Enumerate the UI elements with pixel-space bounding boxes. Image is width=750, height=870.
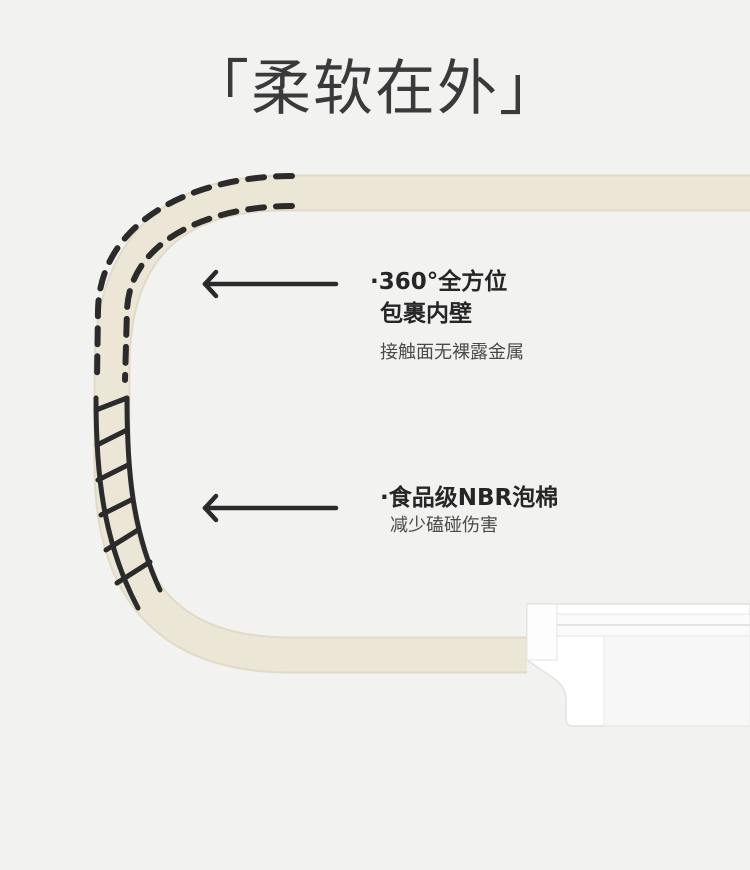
hatched-foam-section <box>93 395 163 611</box>
arrow-left-icon <box>202 269 339 299</box>
callout-360-subtitle: 接触面无裸露金属 <box>380 342 524 363</box>
foam-tube <box>93 174 750 674</box>
dashed-outline <box>94 173 295 383</box>
page-title: 「柔软在外」 <box>189 54 561 124</box>
arrow-left-icon <box>202 493 339 523</box>
callout-360-title: ·360°全方位 <box>370 269 508 295</box>
callout-nbr-subtitle: 减少磕碰伤害 <box>390 515 498 536</box>
callout-nbr-title: ·食品级NBR泡棉 <box>380 485 559 511</box>
rail-end <box>526 603 750 727</box>
callout-360-title-line2: 包裹内壁 <box>380 301 472 327</box>
